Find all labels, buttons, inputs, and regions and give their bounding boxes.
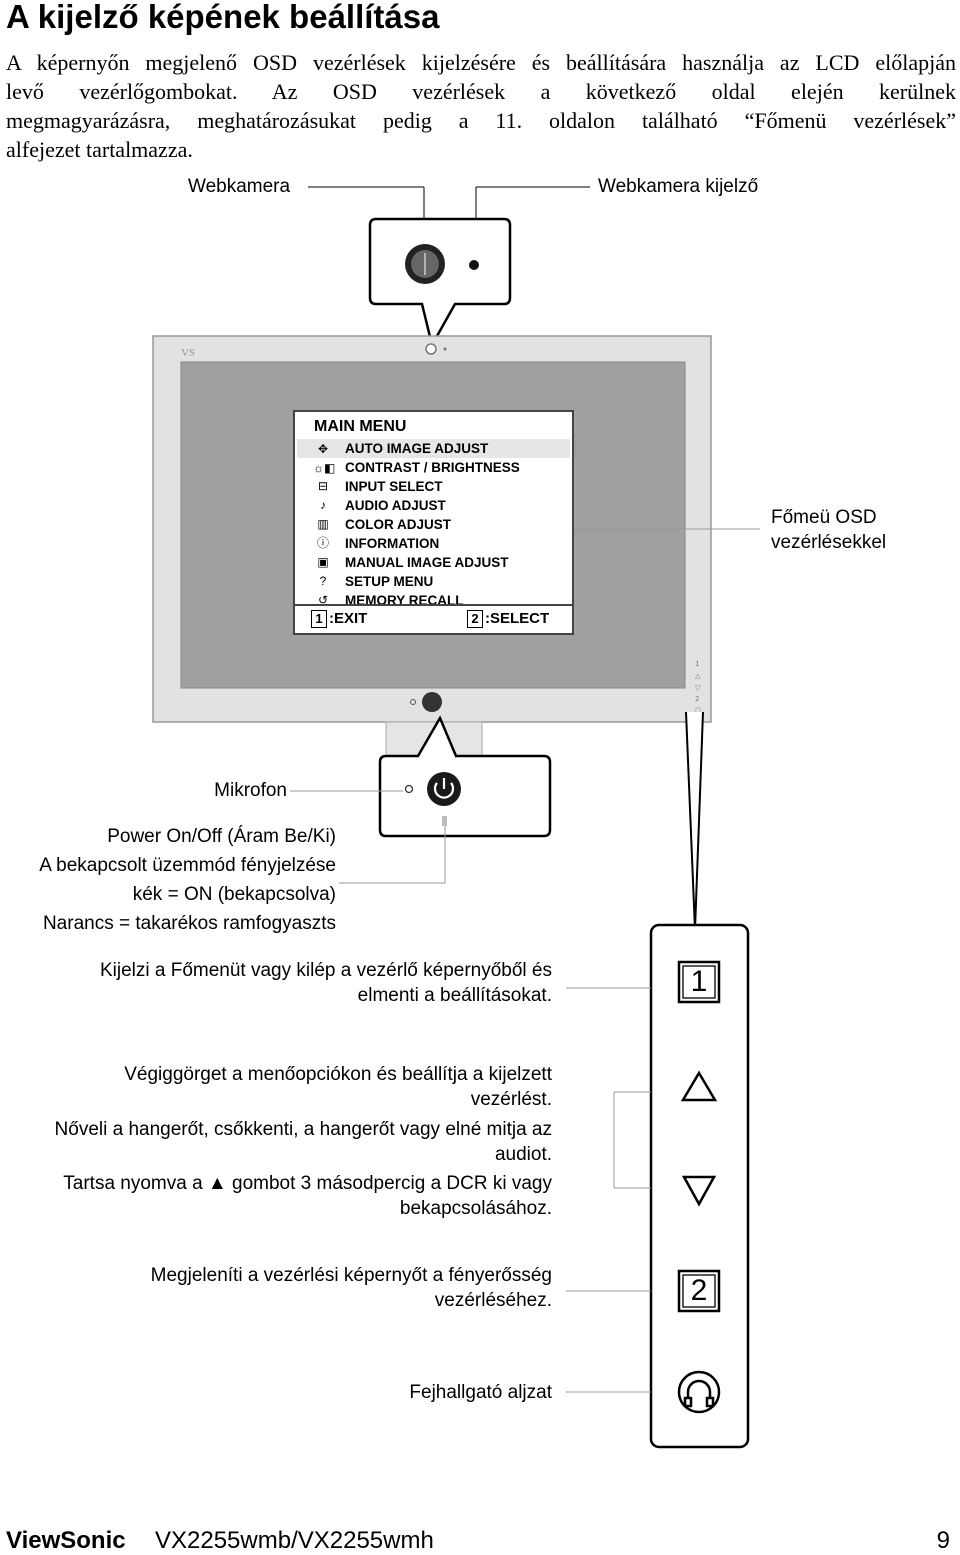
svg-text:△: △ xyxy=(695,672,701,680)
microphone-label: Mikrofon xyxy=(214,780,287,801)
osd-item: INFORMATION xyxy=(345,536,440,551)
info-icon: ⓘ xyxy=(316,536,329,550)
up-arrow-icon xyxy=(680,1070,718,1102)
osd-item: INPUT SELECT xyxy=(345,479,443,494)
osd-item: MANUAL IMAGE ADJUST xyxy=(345,555,509,570)
arrows-description: Nőveli a hangerőt, csőkkenti, a hangerőt… xyxy=(54,1119,552,1140)
osd-exit: 1:EXIT xyxy=(311,610,367,629)
color-icon: ▥ xyxy=(317,517,329,531)
webcam-callout xyxy=(368,217,512,349)
svg-text:VS: VS xyxy=(181,347,195,359)
svg-text:2: 2 xyxy=(695,695,699,703)
button-2 xyxy=(677,1269,721,1313)
webcam-label: Webkamera xyxy=(188,176,291,197)
osd-select: 2:SELECT xyxy=(467,610,549,629)
osd-title: MAIN MENU xyxy=(314,418,407,435)
power-label: A bekapcsolt üzemmód fényjelzése xyxy=(39,855,336,876)
svg-text:1: 1 xyxy=(695,660,699,668)
footer-model: VX2255wmb/VX2255wmh xyxy=(155,1527,434,1554)
osd-label-line2: vezérlésekkel xyxy=(771,532,887,553)
webcam-indicator-icon xyxy=(469,260,479,270)
manual-icon: ▣ xyxy=(317,555,329,569)
audio-icon: ♪ xyxy=(320,498,326,512)
osd-item: CONTRAST / BRIGHTNESS xyxy=(345,460,520,475)
power-label: Narancs = takarékos ramfogyaszts xyxy=(42,913,336,934)
recall-icon: ↺ xyxy=(317,593,329,607)
osd-item: AUDIO ADJUST xyxy=(345,498,446,513)
headphone-label: Fejhallgató aljzat xyxy=(409,1382,552,1403)
osd-item: COLOR ADJUST xyxy=(345,517,452,532)
intro-line: alfejezet tartalmazza. xyxy=(6,137,193,162)
down-arrow-icon xyxy=(681,1175,717,1207)
footer-brand: ViewSonic xyxy=(6,1527,126,1554)
arrows-description: Végiggörget a menőopciókon és beállítja … xyxy=(124,1064,552,1085)
osd-item: SETUP MENU xyxy=(345,574,434,589)
arrows-description: audiot. xyxy=(494,1144,552,1165)
headphone-icon xyxy=(677,1370,721,1414)
svg-text:○: ○ xyxy=(695,706,701,714)
button-1-label: 1 xyxy=(690,965,708,998)
power-label: Power On/Off (Áram Be/Ki) xyxy=(107,826,336,847)
bezel-power-button xyxy=(422,692,442,712)
button-2-label: 2 xyxy=(690,1274,708,1307)
intro-paragraph: A képernyőn megjelenő OSD vezérlések kij… xyxy=(6,48,956,164)
move-icon: ✥ xyxy=(317,442,329,456)
intro-line: levő vezérlőgombokat. Az OSD vezérlések … xyxy=(6,79,956,104)
osd-item: AUTO IMAGE ADJUST xyxy=(345,441,489,456)
arrows-description: bekapcsolásához. xyxy=(399,1198,552,1219)
power-label: kék = ON (bekapcsolva) xyxy=(132,884,336,905)
input-icon: ⊟ xyxy=(317,479,329,493)
button2-description: vezérléséhez. xyxy=(434,1290,552,1311)
osd-main-menu: MAIN MENU ✥ AUTO IMAGE ADJUST ☼◧ CONTRAS… xyxy=(293,410,574,635)
intro-line: A képernyőn megjelenő OSD vezérlések kij… xyxy=(6,50,956,75)
page-title: A kijelző képének beállítása xyxy=(6,0,440,35)
webcam-indicator-label: Webkamera kijelző xyxy=(598,176,759,197)
osd-footer: 1:EXIT 2:SELECT xyxy=(295,604,572,633)
intro-line: megmagyarázásra, meghatározásukat pedig … xyxy=(6,108,956,133)
button-1 xyxy=(677,960,721,1004)
power-callout xyxy=(378,715,552,838)
button1-description: Kijelzi a Főmenüt vagy kilép a vezérlő k… xyxy=(99,960,552,981)
button1-description: elmenti a beállításokat. xyxy=(357,985,552,1006)
footer-page-number: 9 xyxy=(936,1527,950,1554)
question-icon: ? xyxy=(319,574,327,588)
contrast-icon: ☼◧ xyxy=(313,461,336,475)
microphone-icon xyxy=(404,784,414,794)
arrows-description: vezérlést. xyxy=(470,1089,552,1110)
button2-description: Megjeleníti a vezérlési képernyőt a fény… xyxy=(150,1265,552,1286)
arrows-description: Tartsa nyomva a ▲ gombot 3 másodpercig a… xyxy=(63,1173,552,1194)
svg-text:▽: ▽ xyxy=(695,684,701,692)
osd-label-line1: Főmeü OSD xyxy=(771,507,877,528)
